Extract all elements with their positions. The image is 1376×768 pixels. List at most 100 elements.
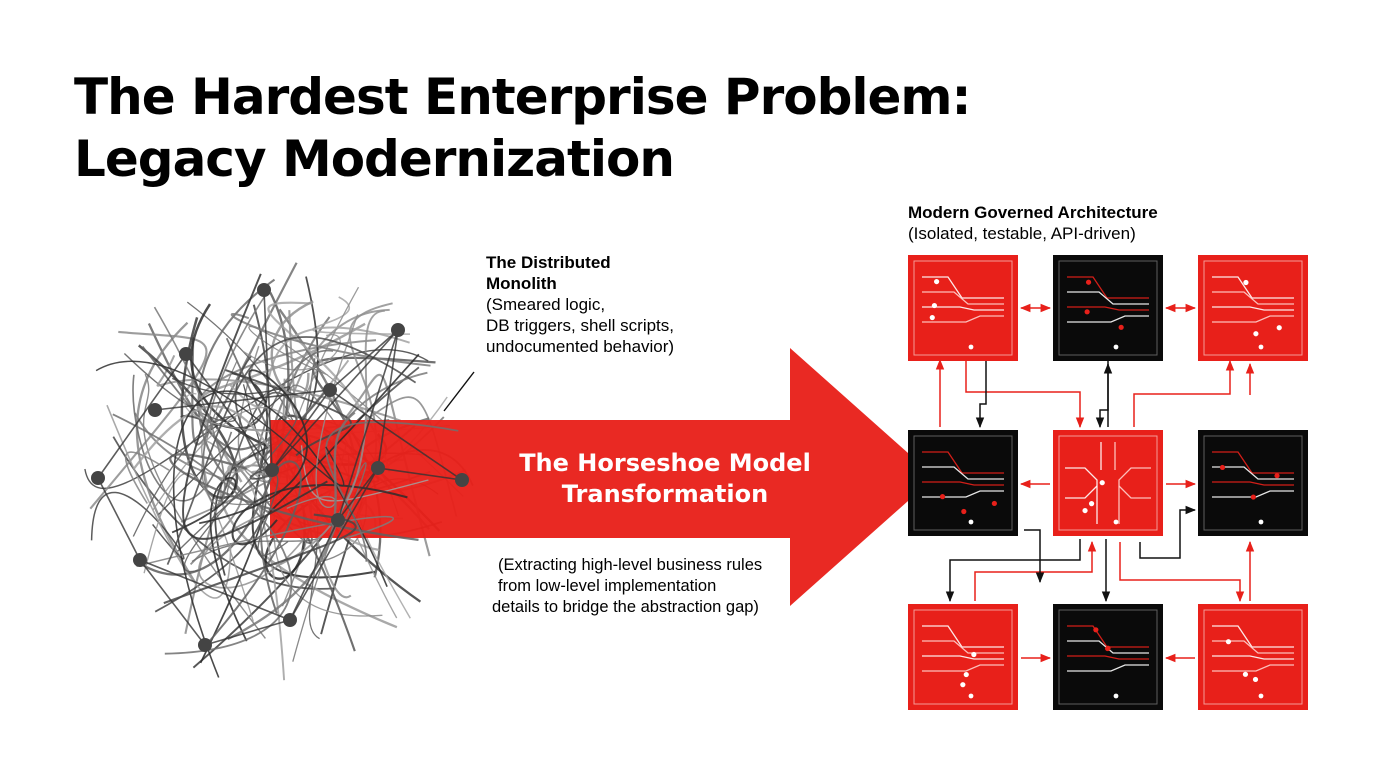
circuit-node	[1082, 507, 1088, 514]
circuit-node	[1118, 324, 1124, 330]
tangle-strand	[199, 353, 420, 664]
tangle-node	[391, 323, 405, 337]
tangle-link	[377, 467, 463, 481]
tangle-link	[289, 519, 339, 621]
circuit-trace	[1118, 467, 1151, 524]
tangle-strand	[95, 360, 345, 487]
slide-title: The Hardest Enterprise Problem: Legacy M…	[74, 66, 974, 190]
tangle-strand	[292, 462, 367, 662]
circuit-node	[1113, 693, 1119, 699]
connector-arrow	[945, 539, 1081, 603]
module-connectors	[935, 303, 1255, 663]
tangle-node	[179, 347, 193, 361]
tangle-link	[204, 619, 291, 646]
module-frame	[913, 435, 1013, 531]
circuit-trace	[1212, 276, 1294, 299]
circuit-node	[968, 519, 974, 525]
module-grid	[908, 255, 1308, 710]
circuit-node	[1276, 325, 1282, 331]
architecture-label: Modern Governed Architecture (Isolated, …	[908, 202, 1158, 244]
circuit-trace	[1212, 291, 1294, 305]
tangle-link	[139, 559, 206, 646]
tangle-link	[97, 477, 141, 561]
circuit-node	[1252, 676, 1259, 683]
module-frame	[1203, 260, 1303, 356]
monolith-label: The Distributed Monolith (Smeared logic,…	[486, 252, 674, 357]
circuit-node	[1242, 671, 1249, 677]
circuit-trace	[922, 291, 1004, 305]
tangle-node	[91, 471, 105, 485]
tangle-link	[271, 329, 399, 471]
module-frame	[1203, 609, 1303, 705]
tangle-strand	[142, 373, 266, 639]
circuit-trace	[1067, 291, 1149, 305]
circuit-node	[1093, 627, 1099, 633]
module-frame	[1058, 609, 1158, 705]
module-1-2	[1198, 430, 1308, 536]
tangle-link	[337, 329, 399, 521]
tangle-strand	[136, 515, 395, 567]
tangle-strand	[242, 334, 341, 371]
tangle-strand	[135, 321, 196, 583]
circuit-trace	[1212, 481, 1294, 486]
circuit-node	[1243, 279, 1249, 286]
tangle-strand	[300, 445, 429, 502]
module-frame	[913, 260, 1013, 356]
connector-arrow	[974, 540, 1097, 601]
tangle-node	[331, 513, 345, 527]
circuit-node	[1258, 693, 1264, 699]
monolith-desc-line-2: DB triggers, shell scripts,	[486, 316, 674, 335]
circuit-node	[1225, 639, 1232, 645]
module-0-1	[1053, 255, 1163, 361]
circuit-node	[931, 302, 938, 309]
slide-title-line-1: The Hardest Enterprise Problem:	[74, 68, 972, 126]
circuit-trace	[1212, 306, 1294, 311]
circuit-node	[968, 693, 974, 699]
connector-arrow	[965, 361, 1085, 429]
circuit-node	[1099, 480, 1105, 486]
circuit-trace	[1212, 655, 1294, 660]
tangle-node	[265, 463, 279, 477]
circuit-node	[963, 671, 969, 678]
circuit-trace	[922, 306, 1004, 311]
tangle-link	[337, 467, 379, 521]
tangle-node	[148, 403, 162, 417]
circuit-trace	[1067, 664, 1149, 672]
circuit-trace	[922, 664, 1004, 672]
monolith-desc-line-3: undocumented behavior)	[486, 337, 675, 356]
circuit-node	[1253, 331, 1259, 337]
module-frame	[1058, 435, 1158, 531]
tangle-strand	[231, 372, 376, 579]
module-frame	[1203, 435, 1303, 531]
circuit-node	[1113, 519, 1119, 525]
module-2-1	[1053, 604, 1163, 710]
circuit-node	[1250, 494, 1256, 500]
circuit-trace	[1067, 655, 1149, 660]
tangle-nodes	[91, 283, 469, 652]
tangle-strand	[106, 404, 232, 599]
tangle-node	[283, 613, 297, 627]
tangle-strand	[180, 304, 269, 430]
module-0-2	[1198, 255, 1308, 361]
circuit-node	[1274, 473, 1280, 479]
slide-title-line-2: Legacy Modernization	[74, 130, 675, 188]
tangle-strand	[231, 484, 408, 546]
circuit-trace	[1212, 664, 1294, 672]
circuit-node	[1085, 279, 1092, 285]
circuit-trace	[1212, 315, 1294, 323]
transformation-note: (Extracting high-level business rules fr…	[492, 555, 812, 618]
tangle-link	[263, 289, 273, 471]
circuit-trace	[922, 276, 1004, 299]
tangle-strand	[286, 314, 359, 510]
tangle-strand	[125, 451, 170, 504]
circuit-trace	[1212, 625, 1294, 648]
tangle-node	[323, 383, 337, 397]
circuit-trace	[922, 655, 1004, 660]
tangle-link	[271, 389, 331, 471]
module-1-0	[908, 430, 1018, 536]
connector-arrow	[1139, 505, 1197, 559]
tangle-strand	[191, 262, 298, 446]
circuit-trace	[1212, 490, 1294, 498]
tangle-strand	[325, 421, 459, 562]
